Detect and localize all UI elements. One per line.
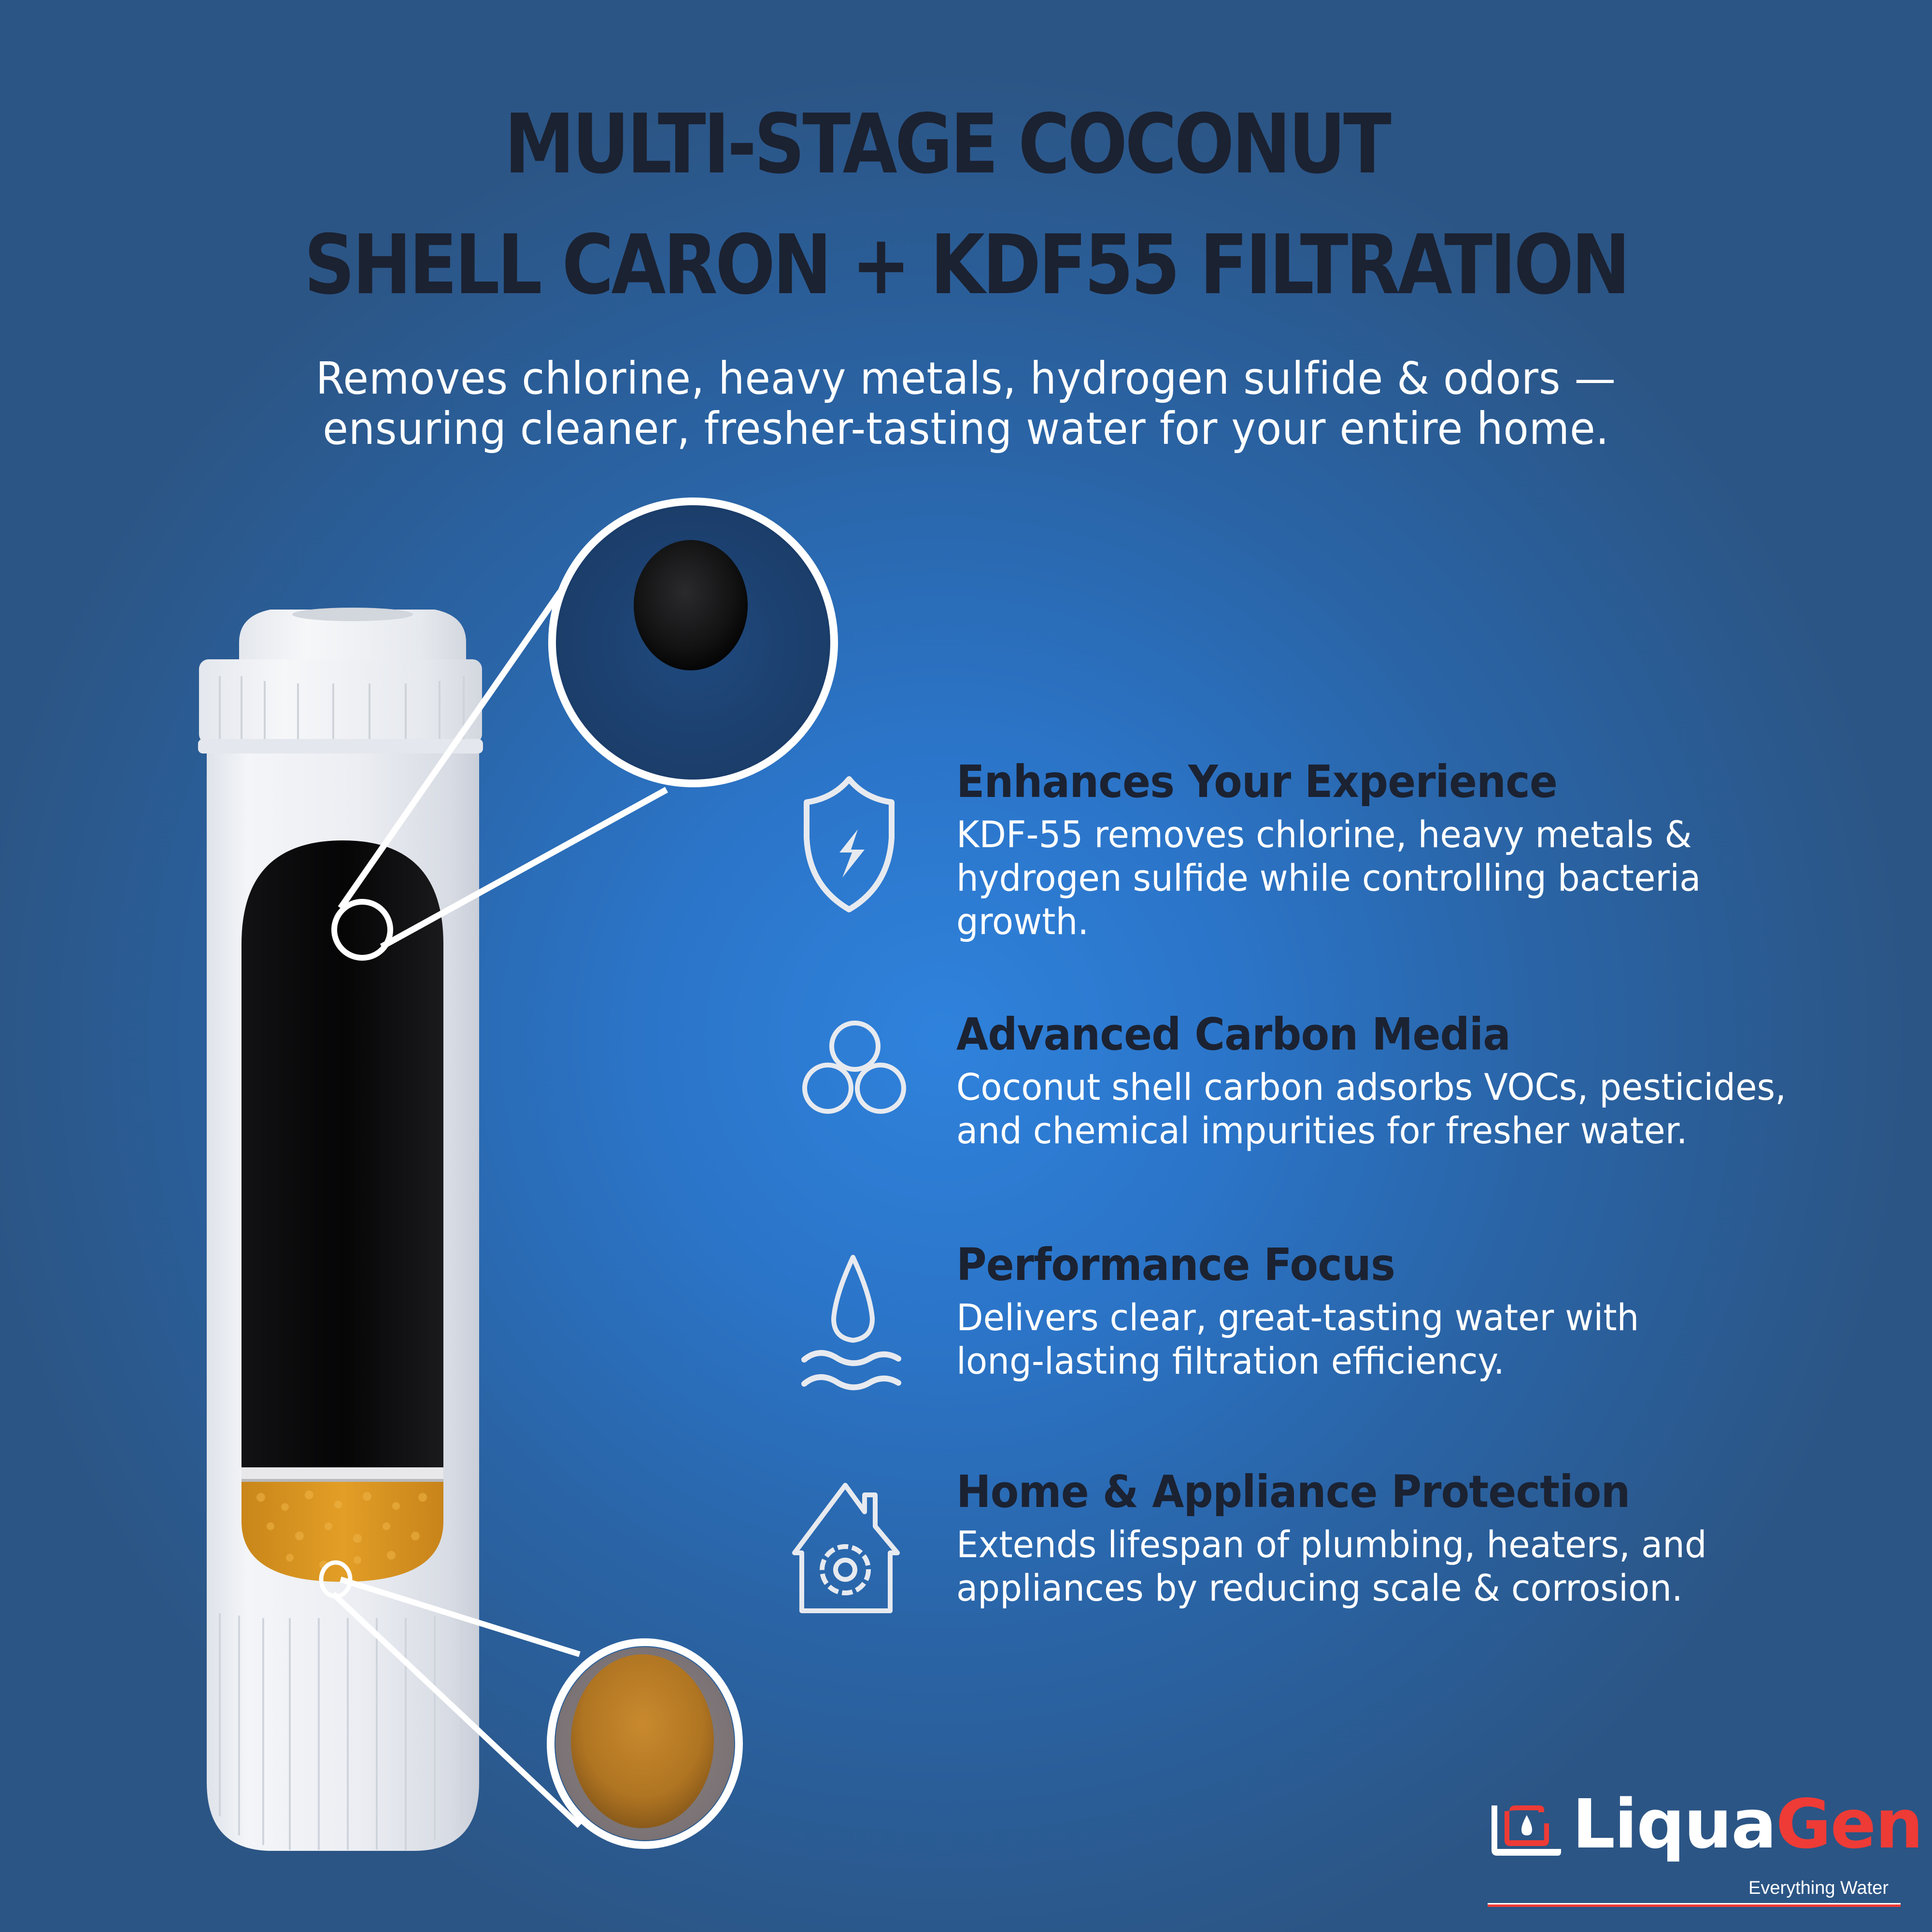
desc-line: Coconut shell carbon adsorbs VOCs, pesti…	[956, 1065, 1787, 1108]
desc-line: Extends lifespan of plumbing, heaters, a…	[956, 1523, 1707, 1566]
desc-line: KDF-55 removes chlorine, heavy metals &	[956, 813, 1692, 856]
feature-heading: Advanced Carbon Media	[956, 1009, 1511, 1060]
page-subtitle: Removes chlorine, heavy metals, hydrogen…	[68, 354, 1864, 454]
feature-description: Delivers clear, great-tasting water with…	[956, 1296, 1874, 1383]
brand-logo: LiquaGen Everything Water	[1483, 1768, 1923, 1907]
feature-heading: Home & Appliance Protection	[956, 1466, 1630, 1518]
desc-line: growth.	[956, 900, 1089, 943]
page-title-line-2: SHELL CARON + KDF55 FILTRATION	[304, 217, 1631, 313]
desc-line: long-lasting filtration efficiency.	[956, 1339, 1505, 1382]
desc-line: Delivers clear, great-tasting water with	[956, 1296, 1639, 1339]
desc-line: hydrogen sulfide while controlling bacte…	[956, 856, 1701, 899]
water-drop-waves-icon	[801, 1255, 901, 1391]
page-title-line-1: MULTI-STAGE COCONUT	[504, 97, 1392, 192]
subtitle-line-1: Removes chlorine, heavy metals, hydrogen…	[315, 353, 1617, 404]
brand-underline	[1488, 1903, 1901, 1907]
liquagen-logo-mark-icon	[1492, 1805, 1561, 1856]
feature-description: Coconut shell carbon adsorbs VOCs, pesti…	[956, 1065, 1874, 1152]
desc-line: and chemical impurities for fresher wate…	[956, 1109, 1688, 1152]
brand-name-part-1: Liqua	[1572, 1785, 1777, 1864]
brand-tagline: Everything Water	[1748, 1878, 1889, 1898]
feature-heading: Performance Focus	[956, 1239, 1395, 1291]
shield-lightning-icon	[804, 776, 895, 912]
brand-name-part-2: Gen	[1776, 1785, 1924, 1864]
feature-description: Extends lifespan of plumbing, heaters, a…	[956, 1523, 1874, 1610]
house-gear-icon	[792, 1483, 900, 1613]
feature-description: KDF-55 removes chlorine, heavy metals & …	[956, 813, 1874, 943]
brand-wordmark: LiquaGen	[1572, 1791, 1923, 1859]
three-circles-icon	[802, 1021, 906, 1114]
feature-heading: Enhances Your Experience	[956, 756, 1558, 808]
desc-line: appliances by reducing scale & corrosion…	[956, 1566, 1683, 1609]
subtitle-line-2: ensuring cleaner, fresher-tasting water …	[323, 403, 1609, 455]
